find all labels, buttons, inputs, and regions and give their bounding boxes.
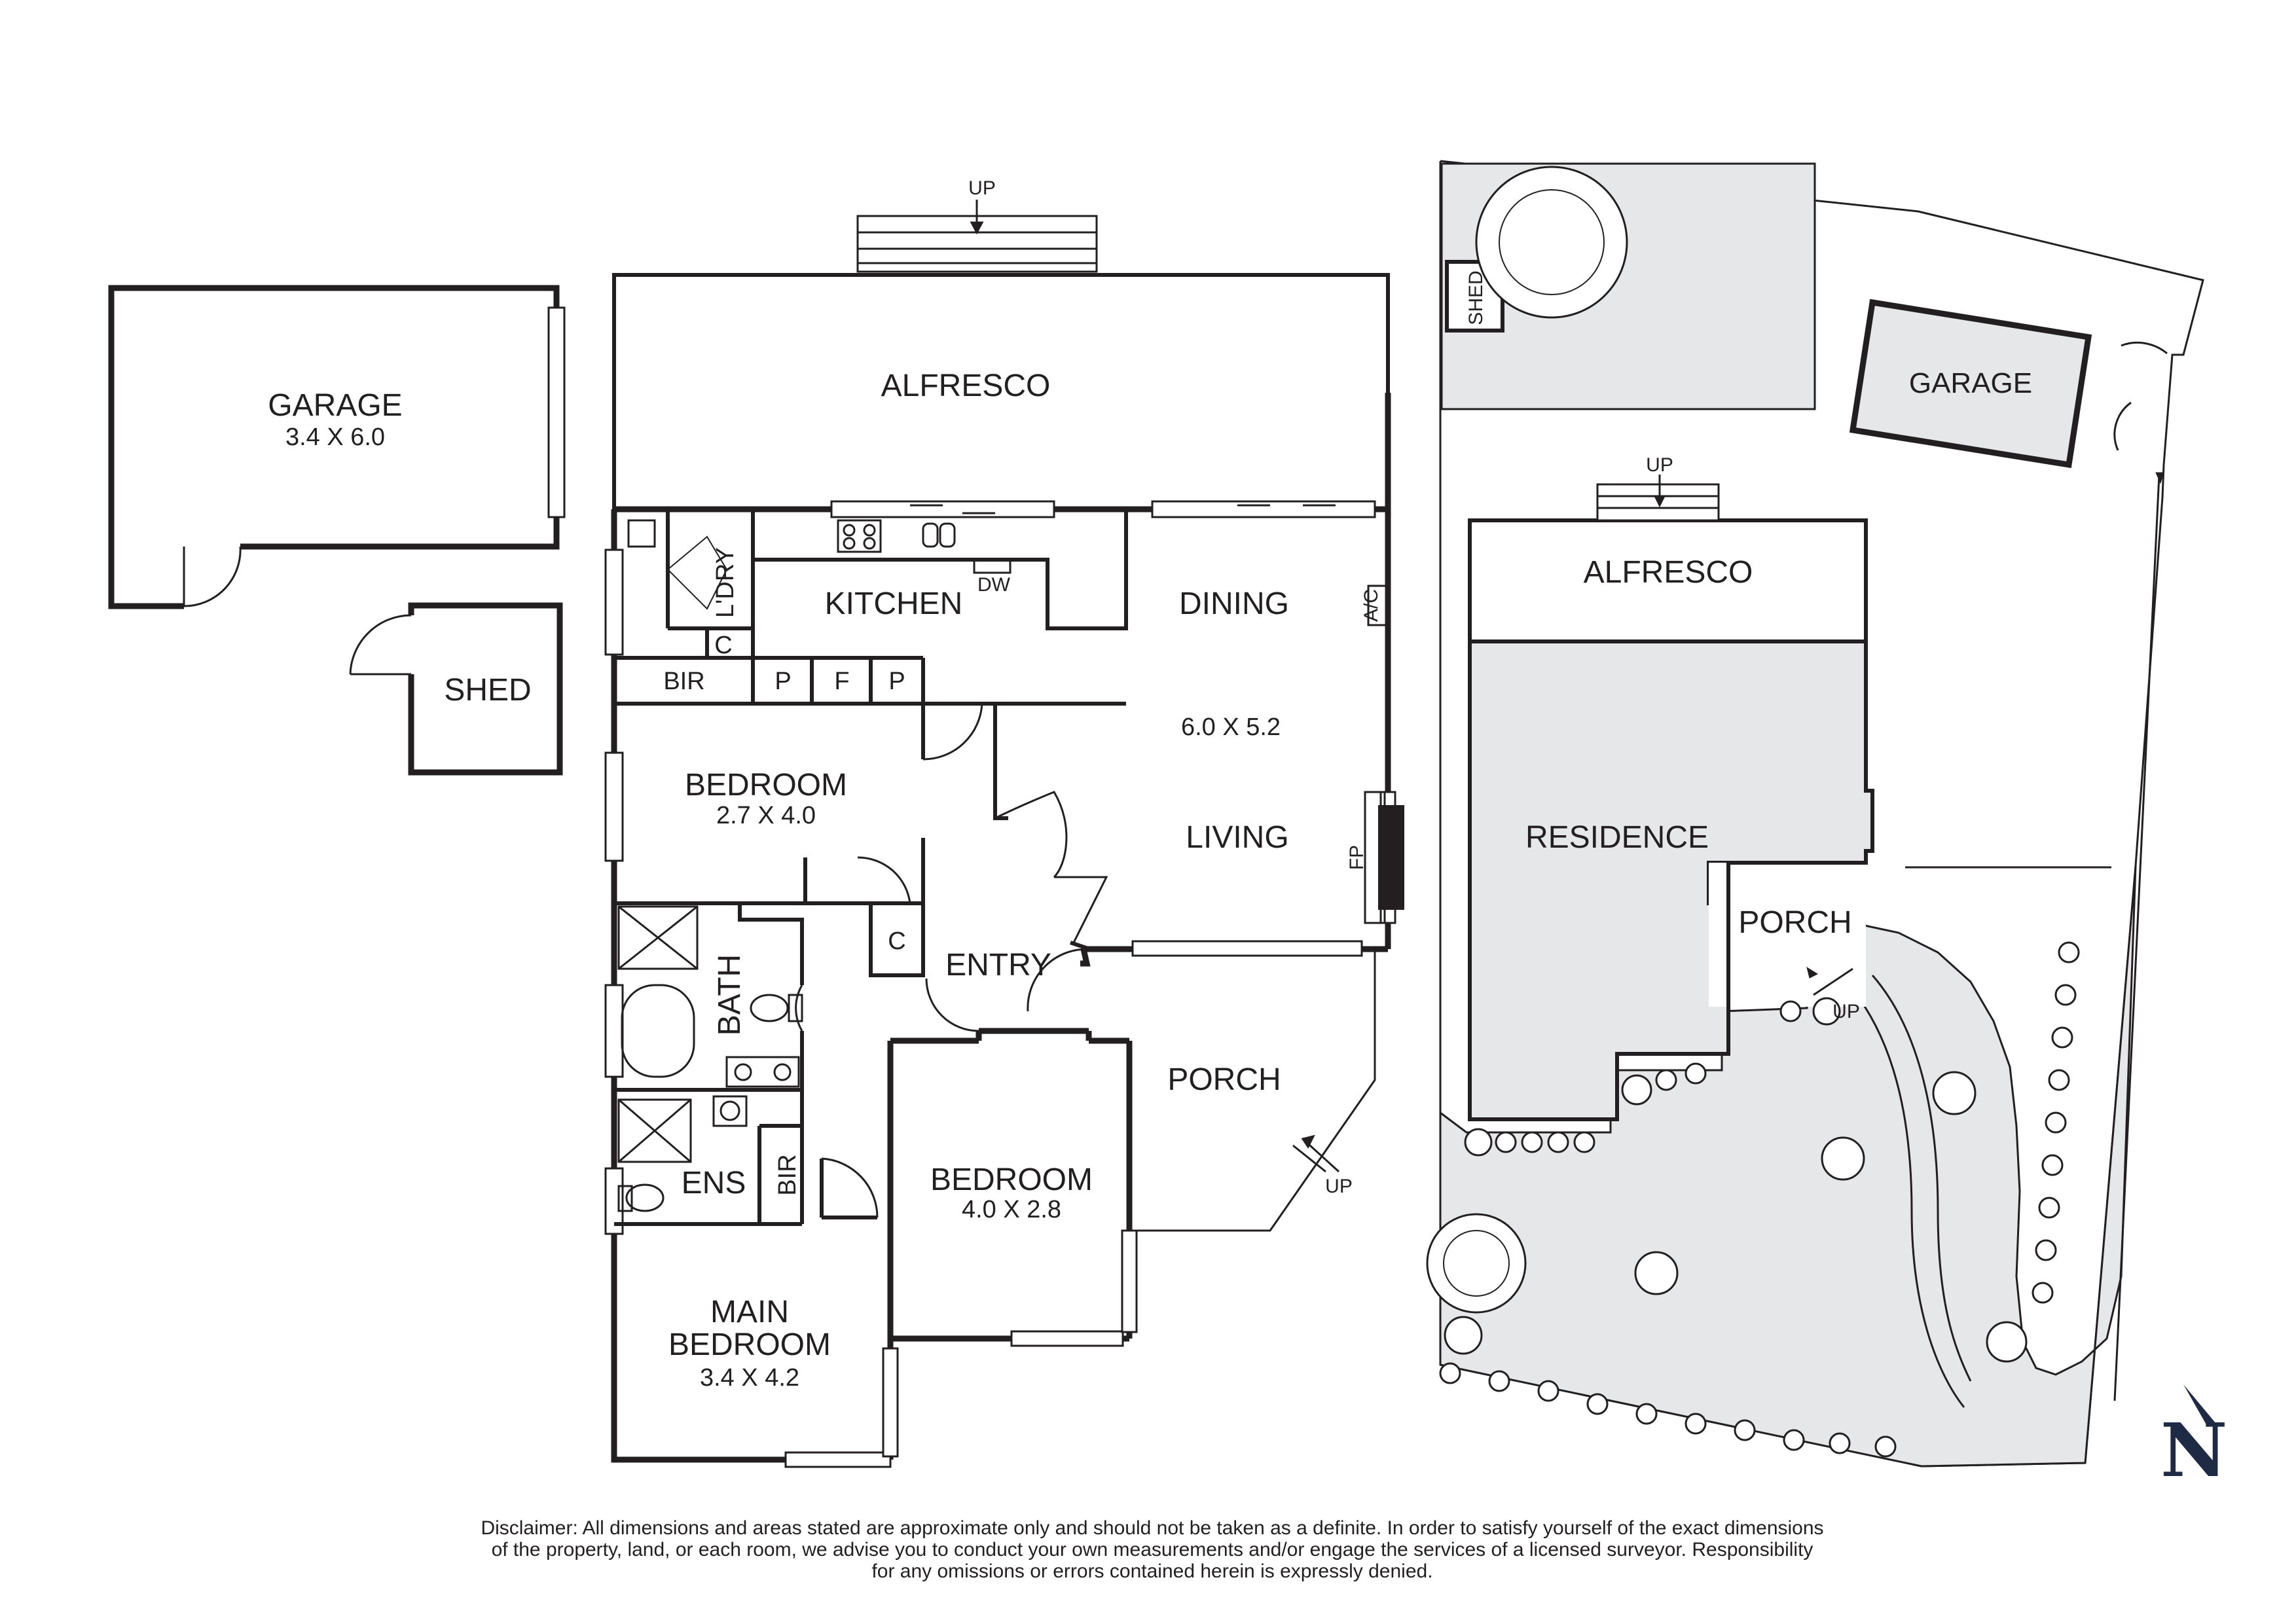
garage-label: GARAGE: [268, 388, 402, 423]
shed-label: SHED: [444, 673, 531, 708]
garage-structure: [108, 285, 566, 609]
ac-label: A/C: [1360, 589, 1382, 622]
floor-plan: [108, 200, 1404, 1468]
laundry-label: L'DRY: [712, 547, 739, 618]
bedroom-2-label: BEDROOM: [685, 768, 847, 802]
alfresco-wall: [612, 273, 1390, 509]
floor-plan-labels: GARAGE 3.4 X 6.0 SHED UP ALFRESCO L'DRY …: [268, 177, 1382, 1392]
site-porch-stairs-label: UP: [1832, 1001, 1860, 1022]
door-swings: [666, 535, 1108, 1218]
large-trees: [1426, 166, 1628, 1314]
site-shed-label: SHED: [1465, 270, 1487, 325]
fridge-label: F: [834, 668, 849, 695]
garage-size: 3.4 X 6.0: [285, 424, 385, 451]
disclaimer-line-1: Disclaimer: All dimensions and areas sta…: [481, 1517, 1824, 1539]
ensuite-bir-label: BIR: [774, 1154, 801, 1195]
entry-label: ENTRY: [945, 948, 1051, 982]
bedroom-3-size: 4.0 X 2.8: [962, 1196, 1061, 1223]
bedroom-3-label: BEDROOM: [930, 1162, 1093, 1197]
porch-label: PORCH: [1167, 1062, 1281, 1097]
dining-label: DINING: [1179, 586, 1289, 621]
living-fixtures: [1364, 585, 1404, 924]
site-plan-labels: SHED GARAGE UP ALFRESCO RESIDENCE PORCH …: [1465, 270, 2032, 1022]
disclaimer: Disclaimer: All dimensions and areas sta…: [367, 1517, 1938, 1582]
site-garage-label: GARAGE: [1909, 367, 2032, 399]
site-alfresco-stairs-label: UP: [1646, 454, 1673, 476]
kitchen-fixtures: [627, 519, 1011, 574]
dishwasher-label: DW: [977, 574, 1011, 596]
bir-hall-label: BIR: [663, 668, 704, 695]
bath-fixtures: [617, 905, 803, 1212]
alfresco-label: ALFRESCO: [881, 369, 1051, 403]
pantry-2-label: P: [888, 668, 905, 695]
living-dining-size: 6.0 X 5.2: [1181, 713, 1281, 741]
shrubs: [1439, 941, 2080, 1458]
linen-cupboard-label: C: [714, 632, 732, 659]
pantry-1-label: P: [774, 668, 791, 695]
main-bedroom-label-1: MAIN: [710, 1295, 789, 1329]
alfresco-stairs: [856, 200, 1098, 273]
site-alfresco-label: ALFRESCO: [1584, 555, 1753, 590]
hall-cupboard-label: C: [888, 928, 905, 955]
site-plan: [1426, 160, 2204, 1468]
ensuite-label: ENS: [682, 1166, 746, 1200]
windows: [604, 500, 1396, 1468]
interior-walls: [614, 509, 1128, 1226]
front-path: [1845, 981, 1965, 1408]
shed-structure: [349, 602, 563, 776]
disclaimer-line-2: of the property, land, or each room, we …: [491, 1539, 1813, 1560]
north-arrow: N: [2160, 1384, 2227, 1494]
north-label: N: [2160, 1408, 2227, 1494]
main-bedroom-label-2: BEDROOM: [668, 1327, 831, 1362]
bath-label: BATH: [712, 954, 747, 1036]
living-label: LIVING: [1186, 820, 1288, 855]
main-bedroom-size: 3.4 X 4.2: [700, 1364, 799, 1392]
site-porch-label: PORCH: [1738, 905, 1851, 940]
porch-stairs-label: UP: [1325, 1176, 1353, 1197]
alfresco-stairs-label: UP: [968, 177, 996, 199]
front-porch: [1129, 949, 1376, 1232]
kitchen-label: KITCHEN: [825, 586, 963, 621]
fireplace-label: FP: [1346, 845, 1368, 870]
disclaimer-line-3: for any omissions or errors contained he…: [871, 1560, 1433, 1582]
site-garage: [1849, 298, 2092, 469]
bedroom-2-size: 2.7 X 4.0: [716, 802, 816, 829]
site-residence-label: RESIDENCE: [1525, 820, 1709, 855]
